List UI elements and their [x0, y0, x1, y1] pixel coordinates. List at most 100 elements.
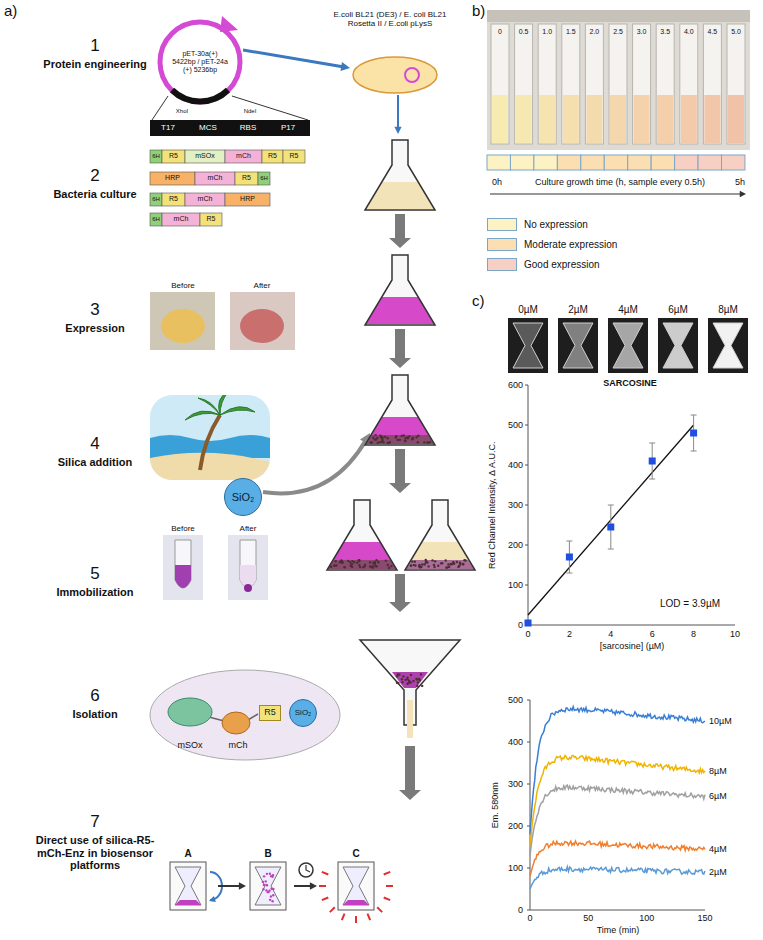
silica-grain	[404, 437, 406, 439]
silica-grain	[358, 560, 360, 562]
tick	[525, 465, 528, 466]
silica-grain	[378, 441, 380, 443]
tick	[525, 425, 528, 426]
construct-domain: mCh	[174, 215, 189, 223]
step-title: Protein engineering	[35, 58, 155, 71]
panel-label: b)	[472, 2, 485, 19]
silica-grain	[410, 565, 412, 567]
construct-domain-block	[225, 150, 262, 163]
silica-grain	[375, 559, 377, 561]
silica-grain	[375, 565, 377, 567]
construct-domain: mCh	[236, 152, 251, 160]
tick	[525, 585, 528, 586]
axis-title: Red Channel Intensity, Δ A.U.C.	[487, 441, 497, 568]
particle	[269, 873, 271, 875]
protein-label: mCh	[228, 740, 247, 750]
silica-grain	[420, 673, 422, 675]
tick	[527, 868, 530, 869]
silica-grain	[390, 565, 392, 567]
silica-grain	[411, 438, 413, 440]
concentration-label: 0µM	[518, 304, 538, 316]
tick-label: 10	[730, 629, 740, 639]
particle	[266, 873, 268, 875]
silica-grain	[429, 441, 431, 443]
photo-caption: Before	[171, 524, 195, 533]
step-letter: B	[264, 848, 271, 860]
time-axis-label: 5h	[735, 177, 745, 187]
expression-cell	[557, 155, 580, 170]
fluorescence-glow	[322, 872, 328, 875]
silica-grain	[372, 437, 374, 439]
construct-domain: R5	[242, 174, 251, 182]
silica-grain	[333, 564, 335, 566]
construct-domain: R5	[169, 195, 178, 203]
sensor-image	[708, 318, 748, 373]
construct-domain: 6H	[260, 175, 268, 182]
silica-grain	[411, 438, 413, 440]
silica-grain	[359, 566, 361, 568]
concentration-label: 4µM	[618, 304, 638, 316]
silica-grain	[396, 681, 398, 683]
flask-glass	[405, 500, 475, 570]
arrow-head	[239, 882, 246, 889]
bacterium-plasmid	[405, 68, 419, 82]
series-label: 2µM	[709, 867, 727, 877]
r5-tag-box: R5	[259, 705, 281, 721]
expression-cell	[675, 155, 698, 170]
series-label: 10µM	[709, 716, 732, 726]
silica-grain	[394, 436, 396, 438]
cuvette-photo	[487, 10, 750, 150]
data-point	[607, 524, 614, 531]
tick-label: 100	[639, 913, 654, 923]
clock-icon	[299, 863, 313, 877]
tick-label: 0	[525, 629, 530, 639]
error-cap	[691, 415, 697, 416]
error-cap	[691, 451, 697, 452]
tick-label: 400	[508, 460, 523, 470]
silica-grain	[396, 675, 398, 677]
flask-glass	[365, 375, 435, 445]
arrow-line	[490, 193, 742, 194]
fit-line	[528, 425, 694, 615]
silica-grain	[417, 681, 419, 683]
legend-text: Moderate expression	[524, 239, 617, 251]
sensor-channel	[563, 323, 593, 368]
series-label: 6µM	[709, 791, 727, 801]
silica-grain	[388, 441, 390, 443]
construct-domain: mSOx	[195, 152, 214, 160]
strain-list: E.coli BL21 (DE3) / E. coli BL21 Rosetta…	[325, 10, 455, 28]
tick	[525, 385, 528, 386]
series-label: 8µM	[709, 766, 727, 776]
silica-grain	[369, 561, 371, 563]
silica-grain	[402, 675, 404, 677]
cuvette	[633, 24, 651, 144]
expression-cell	[651, 155, 674, 170]
fluorescence-glow	[377, 907, 382, 912]
x-axis	[528, 625, 735, 626]
silica-grain	[341, 561, 343, 563]
biosensor-chip	[250, 862, 286, 910]
tube	[240, 540, 256, 588]
cuvette-sample	[586, 95, 602, 143]
culture-liquid	[406, 542, 474, 569]
cuvette-sample	[563, 95, 579, 143]
expression-cell	[534, 155, 557, 170]
silica-grain	[408, 680, 410, 682]
axis-title: [sarcosine] (µM)	[600, 641, 665, 651]
cuvette	[562, 24, 580, 144]
silica-grain	[462, 563, 464, 565]
silica-grain	[448, 566, 450, 568]
flask-glass	[365, 255, 435, 325]
photo-before	[163, 535, 203, 600]
silica-grain	[450, 563, 452, 565]
silica-grain	[388, 567, 390, 569]
arrow-head	[394, 127, 401, 134]
expression-cell	[698, 155, 721, 170]
flow-arrow	[389, 449, 411, 493]
error-cap	[608, 549, 614, 550]
silica-grain	[358, 559, 360, 561]
sensor-channel	[613, 323, 643, 368]
silica-grain	[414, 560, 416, 562]
arrow-head	[740, 191, 746, 197]
axis-title: Em. 580nm	[490, 782, 500, 828]
